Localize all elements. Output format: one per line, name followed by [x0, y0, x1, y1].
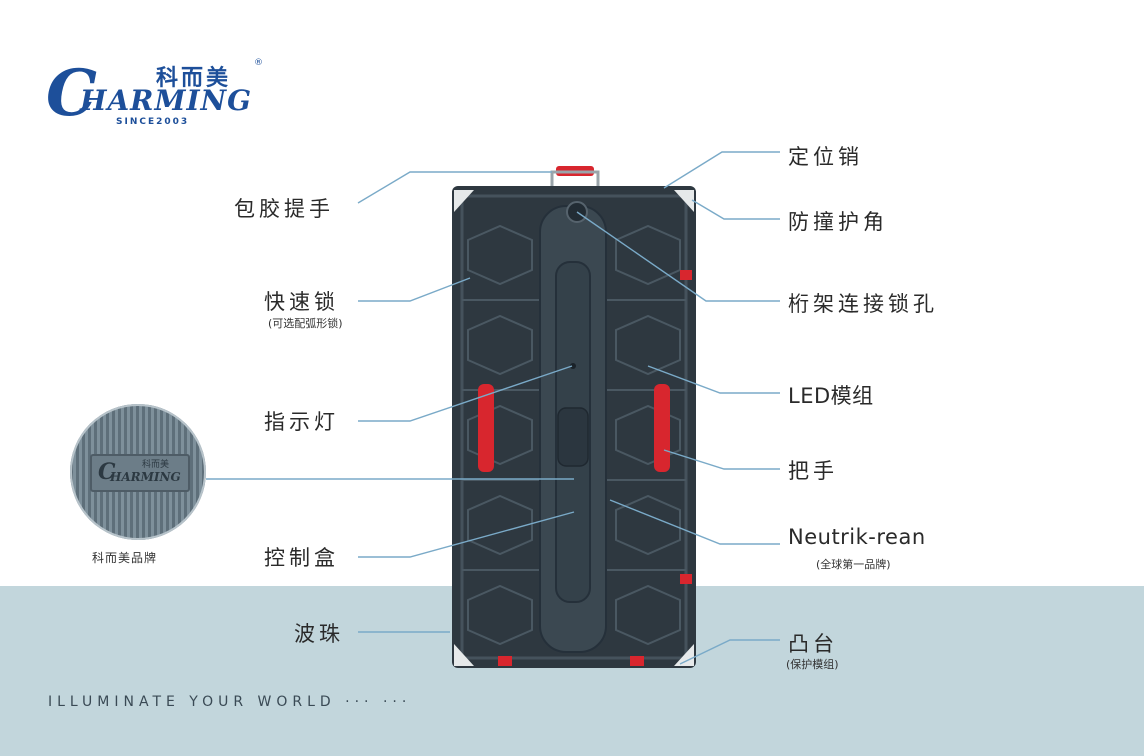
right-red-clip-bottom: [680, 574, 692, 584]
top-handle-bar: [550, 170, 600, 186]
label-quick-lock: 快速锁: [264, 290, 339, 314]
label-beads: 波珠: [294, 622, 344, 646]
logo-since: SINCE2003: [116, 117, 190, 127]
label-grip-handle: 包胶提手: [234, 197, 334, 221]
label-neutrik-note: (全球第一品牌): [816, 558, 891, 571]
control-box-panel: [557, 407, 589, 467]
indicator-light: [570, 363, 576, 369]
corner-guard-bottom-right: [674, 644, 694, 666]
bottom-red-clip-right: [630, 656, 644, 666]
registered-mark: ®: [254, 58, 263, 68]
right-red-clip-top: [680, 270, 692, 280]
label-truss-hole: 桁架连接锁孔: [788, 292, 938, 316]
brand-plate: C HARMING 科而美: [90, 454, 190, 492]
label-handle: 把手: [788, 459, 838, 483]
left-side-handle: [478, 384, 494, 472]
label-locating-pin: 定位销: [788, 145, 863, 169]
logo-wordmark: HARMING: [80, 84, 253, 117]
plate-initial: C: [98, 459, 116, 485]
logo-chinese-name: 科而美: [156, 66, 232, 91]
corner-guard-top-right: [674, 190, 694, 212]
label-neutrik: Neutrik-rean: [788, 525, 926, 549]
cabinet-inner-frame: [460, 194, 688, 660]
label-boss: 凸台: [788, 632, 838, 656]
logo-initial: C: [46, 56, 97, 131]
corner-guard-top-left: [454, 190, 474, 212]
right-side-handle: [654, 384, 670, 472]
label-control-box: 控制盒: [264, 546, 339, 570]
corner-guard-bottom-left: [454, 644, 474, 666]
bottom-red-clip-left: [498, 656, 512, 666]
label-indicator: 指示灯: [264, 410, 339, 434]
label-led-module: LED模组: [788, 384, 874, 408]
label-corner-guard: 防撞护角: [788, 210, 888, 234]
zoom-caption: 科而美品牌: [92, 551, 158, 565]
leader-lines: [206, 151, 780, 665]
plate-wordmark: HARMING: [110, 470, 181, 484]
tagline: ILLUMINATE YOUR WORLD ··· ···: [48, 694, 412, 710]
label-boss-note: (保护模组): [786, 658, 839, 671]
label-quick-lock-note: (可选配弧形锁): [268, 317, 343, 330]
plate-chinese-name: 科而美: [142, 460, 170, 470]
brand-plate-zoom: C HARMING 科而美: [70, 404, 206, 540]
